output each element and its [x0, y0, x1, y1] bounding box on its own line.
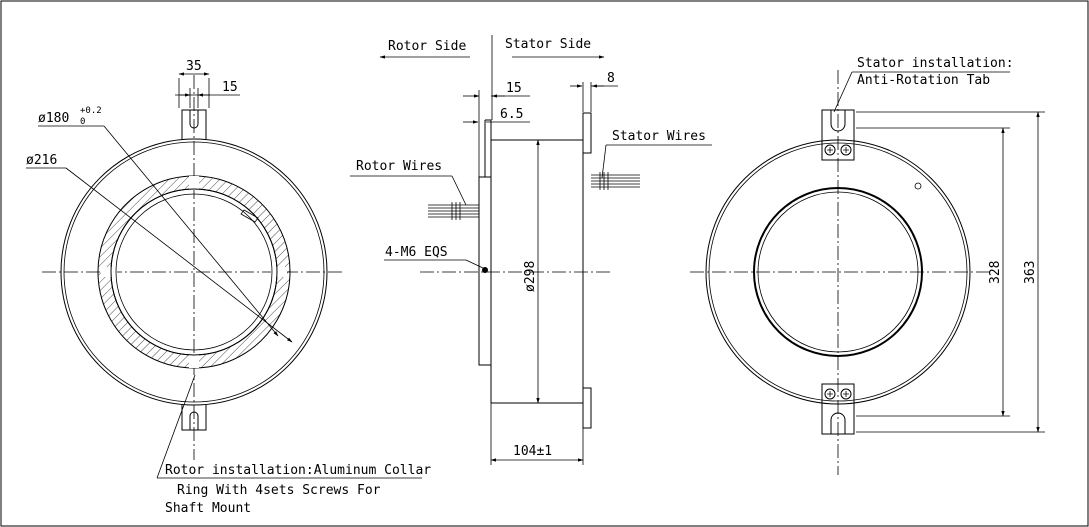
stator-install-line2: Anti-Rotation Tab	[857, 73, 990, 88]
dim-15-left: 15	[222, 80, 238, 95]
stator-wires	[591, 172, 640, 190]
screws-label: 4-M6 EQS	[385, 245, 448, 260]
rotor-front-view: 35 15 ø180 +0.2 0 ø216 Rotor installatio…	[26, 59, 431, 516]
dim-328: 328	[988, 261, 1003, 284]
dim-35: 35	[186, 59, 202, 74]
dim-180-tol-upper: +0.2	[80, 106, 102, 116]
side-view: Rotor Side Stator Side Rotor Wires	[350, 35, 712, 465]
stator-front-view: Stator installation: Anti-Rotation Tab 3…	[690, 56, 1045, 475]
stator-wires-label: Stator Wires	[612, 129, 706, 144]
rotor-install-line2: Ring With 4sets Screws For	[177, 483, 381, 498]
rotor-wires-label: Rotor Wires	[356, 159, 442, 174]
dim-180: ø180	[38, 111, 69, 126]
stator-side-label: Stator Side	[505, 37, 591, 52]
dim-6-5: 6.5	[500, 107, 523, 122]
rotor-install-line3: Shaft Mount	[165, 501, 251, 516]
dim-216: ø216	[26, 153, 57, 168]
rotor-side-label: Rotor Side	[388, 39, 466, 54]
dim-363: 363	[1023, 261, 1038, 284]
dim-298: ø298	[523, 261, 538, 292]
dim-8: 8	[607, 71, 615, 86]
dim-104: 104±1	[513, 444, 552, 459]
rotor-wires	[428, 202, 479, 220]
dim-180-tol-lower: 0	[80, 117, 85, 127]
dim-15-mid: 15	[506, 81, 522, 96]
screw-marker	[482, 267, 488, 273]
stator-install-line1: Stator installation:	[857, 56, 1014, 71]
rotor-install-line1: Rotor installation:Aluminum Collar	[165, 463, 431, 478]
